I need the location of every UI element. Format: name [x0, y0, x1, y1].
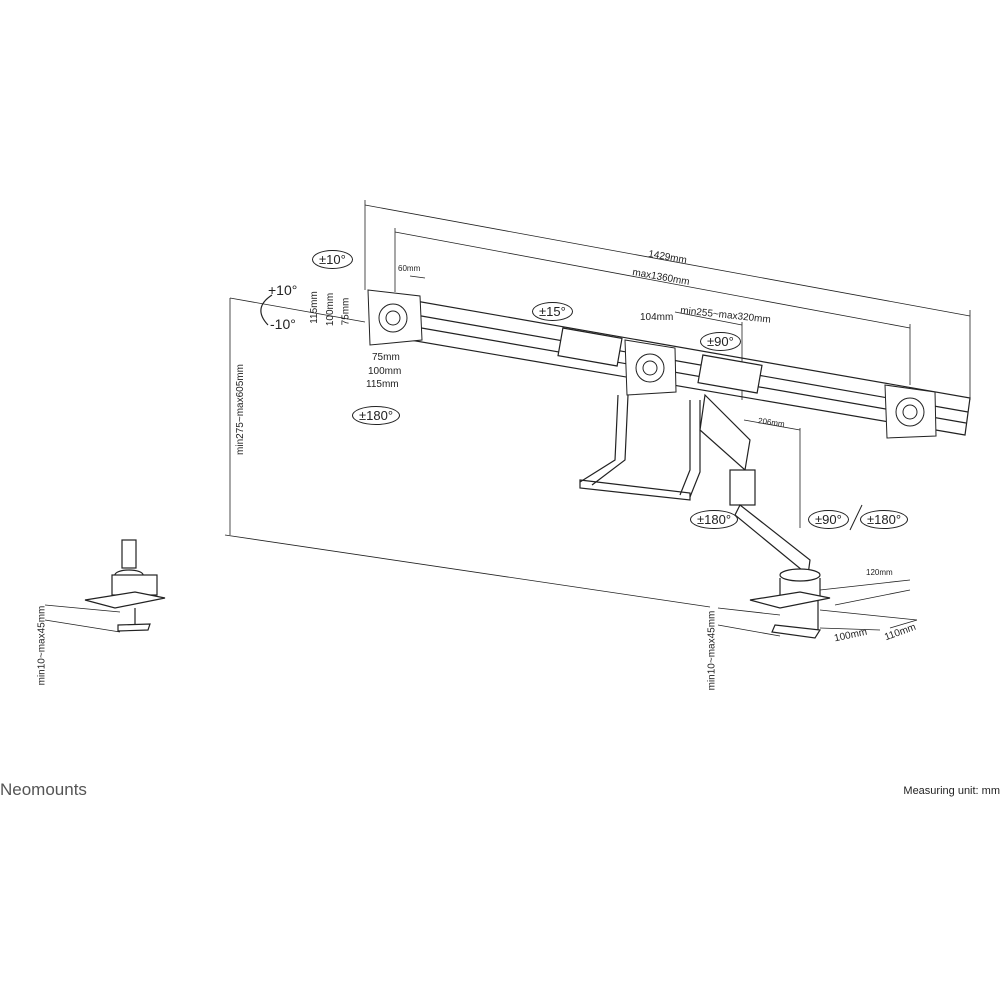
base-rotation-badge: ±180° — [860, 510, 909, 529]
brand-logo: Neomounts — [0, 780, 87, 799]
vesa-width-115-label: 115mm — [366, 379, 399, 390]
base-swivel-badge: ±90° — [808, 510, 849, 529]
support-frame — [579, 394, 701, 501]
desk-clamp-detail — [84, 539, 166, 632]
rotation-left-badge: ±180° — [352, 406, 401, 425]
slash-separator — [849, 504, 863, 531]
dimension-lines — [44, 200, 971, 637]
tilt-up-label: +10° — [268, 282, 298, 298]
tilt-range-badge: ±10° — [312, 250, 353, 269]
offset-104-label: 104mm — [640, 312, 674, 323]
desk-thickness-main-label: min10~max45mm — [706, 610, 718, 691]
vesa-plate-left — [367, 289, 423, 346]
base-120-label: 120mm — [866, 568, 893, 577]
measuring-unit-note: Measuring unit: mm — [903, 785, 1000, 797]
height-range-label: min275~max605mm — [234, 364, 246, 455]
swivel-center-badge: ±90° — [700, 332, 741, 351]
vesa-height-75-label: 75mm — [340, 297, 352, 326]
gas-spring-arm — [699, 393, 831, 639]
vesa-height-100-label: 100mm — [325, 292, 337, 327]
vesa-plate-center — [624, 339, 677, 396]
crossbar-beam — [409, 299, 971, 436]
arm-rotation-badge: ±180° — [690, 510, 739, 529]
vesa-plate-right — [884, 384, 937, 439]
arc-tilt-arrow — [260, 294, 273, 326]
tilt-down-label: -10° — [270, 316, 296, 332]
vesa-width-100-label: 100mm — [368, 366, 402, 377]
desk-thickness-alt-label: min10~max45mm — [36, 605, 48, 686]
offset-60-label: 60mm — [398, 264, 421, 273]
beam-tilt-badge: ±15° — [532, 302, 573, 321]
vesa-width-75-label: 75mm — [372, 352, 400, 363]
vesa-height-115-label: 115mm — [308, 291, 320, 324]
